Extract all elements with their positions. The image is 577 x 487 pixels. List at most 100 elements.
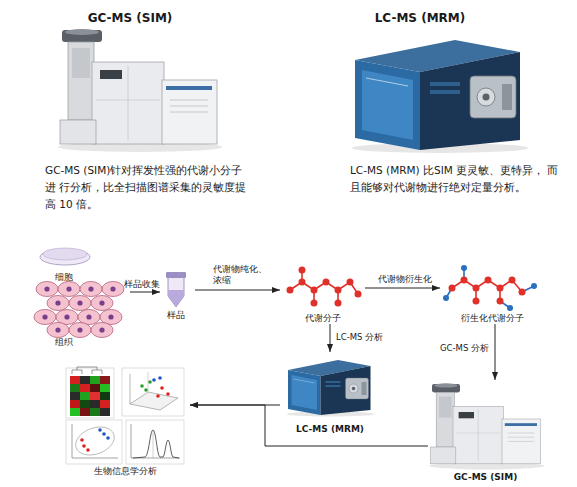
heatmap-thumbnail bbox=[100, 392, 110, 400]
step-label: 代谢物纯化、 浓缩 bbox=[213, 264, 271, 286]
3d-plot-thumbnail bbox=[130, 374, 131, 404]
heatmap-thumbnail bbox=[90, 408, 100, 416]
metabolite-molecule bbox=[323, 279, 330, 286]
gc-ms-instrument-icon bbox=[429, 383, 544, 469]
gc-ms-instrument-photo bbox=[170, 112, 208, 113]
tissue-cells bbox=[36, 282, 58, 297]
3d-plot-thumbnail bbox=[144, 388, 148, 392]
heatmap-thumbnail bbox=[70, 408, 80, 416]
tissue-cells bbox=[58, 282, 80, 297]
gc-ms-instrument-photo bbox=[128, 66, 129, 140]
instrument-label: LC-MS (MRM) bbox=[280, 423, 380, 435]
derivatized-molecule bbox=[485, 277, 492, 284]
derivatized-molecule bbox=[461, 265, 467, 271]
heatmap-thumbnail bbox=[90, 392, 100, 400]
tissue-cells bbox=[47, 296, 69, 311]
analysis-label: 生物信息学分析 bbox=[60, 465, 190, 477]
gc-ms-instrument-photo bbox=[170, 106, 208, 107]
heatmap-thumbnail bbox=[100, 376, 110, 384]
lc-ms-instrument-photo bbox=[430, 90, 460, 94]
metabolite-molecule bbox=[335, 300, 342, 307]
heatmap-thumbnail bbox=[100, 408, 110, 416]
petri-dish bbox=[40, 248, 90, 265]
pca-plot-thumbnail bbox=[72, 458, 118, 459]
flow-arrow bbox=[190, 405, 280, 406]
tissue-cells bbox=[102, 282, 124, 297]
derivatized-molecule bbox=[443, 295, 449, 301]
chromatogram-thumbnail bbox=[126, 420, 184, 464]
step-label: LC-MS 分析 bbox=[336, 332, 383, 343]
pca-plot-thumbnail bbox=[72, 422, 118, 460]
heatmap-thumbnail bbox=[80, 392, 90, 400]
gc-ms-instrument-photo bbox=[60, 120, 96, 144]
flow-arrow bbox=[495, 324, 496, 380]
3d-plot-thumbnail bbox=[140, 384, 144, 388]
sample-tube-node: 样品 bbox=[160, 268, 195, 320]
lc-ms-instrument-photo bbox=[420, 52, 520, 150]
panel-description: LC-MS (MRM) 比SIM 更灵敏、更特异， 而且能够对代谢物进行绝对定量… bbox=[350, 162, 560, 196]
lc-ms-instrument-photo bbox=[352, 40, 528, 153]
metabolite-molecule bbox=[287, 267, 362, 307]
sample-tube bbox=[168, 290, 184, 307]
lc-ms-instrument-photo bbox=[477, 88, 495, 106]
tissue-cells bbox=[80, 282, 102, 297]
petri-dish bbox=[43, 248, 87, 260]
lc-ms-instrument-photo bbox=[430, 82, 460, 86]
3d-plot-thumbnail bbox=[158, 376, 162, 380]
derivatized-molecule bbox=[497, 298, 504, 305]
heatmap-thumbnail bbox=[80, 384, 90, 392]
lc-ms-instrument-photo bbox=[470, 76, 516, 118]
gc-ms-instrument-photo bbox=[62, 30, 102, 42]
derivatized-molecule bbox=[519, 289, 526, 296]
chromatogram-thumbnail bbox=[153, 430, 154, 458]
gc-ms-instrument-photo bbox=[92, 62, 164, 144]
derivatized-molecule bbox=[497, 285, 504, 292]
heatmap-thumbnail bbox=[72, 367, 102, 374]
3d-plot-thumbnail bbox=[122, 368, 184, 416]
chromatogram-thumbnail bbox=[126, 420, 184, 464]
lc-ms-instrument-photo bbox=[355, 60, 420, 150]
metabolite-molecule bbox=[311, 287, 318, 294]
chromatogram-thumbnail bbox=[133, 430, 179, 458]
pca-plot-thumbnail bbox=[102, 432, 106, 436]
gc-ms-instrument-photo bbox=[162, 80, 217, 144]
3d-plot-thumbnail bbox=[148, 380, 152, 384]
gc-ms-instrument-photo bbox=[58, 29, 222, 152]
pca-plot-thumbnail bbox=[66, 420, 122, 464]
lc-ms-instrument-photo bbox=[502, 84, 512, 110]
sample-tube bbox=[168, 277, 184, 307]
3d-plot-thumbnail bbox=[152, 378, 156, 382]
flow-arrow bbox=[190, 405, 428, 446]
pca-plot-thumbnail bbox=[82, 444, 86, 448]
lc-ms-instrument-photo bbox=[362, 70, 413, 140]
gc-ms-instrument-photo bbox=[100, 70, 122, 79]
sample-label: 细胞 bbox=[55, 271, 73, 283]
metabolite-molecule bbox=[287, 287, 294, 294]
derivatized-molecule bbox=[473, 285, 480, 292]
step-label: 代谢物衍生化 bbox=[378, 274, 432, 285]
flow-arrow bbox=[330, 324, 331, 352]
metabolite-molecule bbox=[335, 287, 342, 294]
panel-heading: LC-MS (MRM) bbox=[345, 10, 495, 26]
gc-ms-instrument-photo bbox=[68, 42, 94, 120]
derivatized-molecule bbox=[507, 305, 513, 311]
heatmap-thumbnail bbox=[90, 384, 100, 392]
derivatized-molecule bbox=[443, 265, 537, 311]
heatmap-thumbnail bbox=[70, 384, 80, 392]
tissue-cells bbox=[69, 296, 91, 311]
derivatized-molecule bbox=[531, 283, 537, 289]
petri-dish bbox=[40, 249, 90, 265]
tissue-cells bbox=[34, 282, 124, 338]
instrument-node: GC-MS (SIM) bbox=[428, 380, 543, 485]
step-label: 样品收集 bbox=[124, 279, 160, 290]
tissue-cells bbox=[47, 323, 69, 338]
instrument-label: GC-MS (SIM) bbox=[428, 471, 543, 483]
analysis-node: 生物信息学分析 bbox=[60, 365, 190, 480]
metabolite-molecule bbox=[355, 291, 362, 298]
gc-ms-instrument-photo bbox=[166, 86, 212, 90]
heatmap-thumbnail bbox=[70, 400, 80, 408]
gc-ms-instrument-photo bbox=[65, 29, 99, 35]
instrument-panel: GC-MS (SIM)GC-MS (SIM)针对挥发性强的代谢小分子进 行分析，… bbox=[40, 8, 255, 223]
lc-ms-instrument-photo bbox=[483, 94, 490, 101]
